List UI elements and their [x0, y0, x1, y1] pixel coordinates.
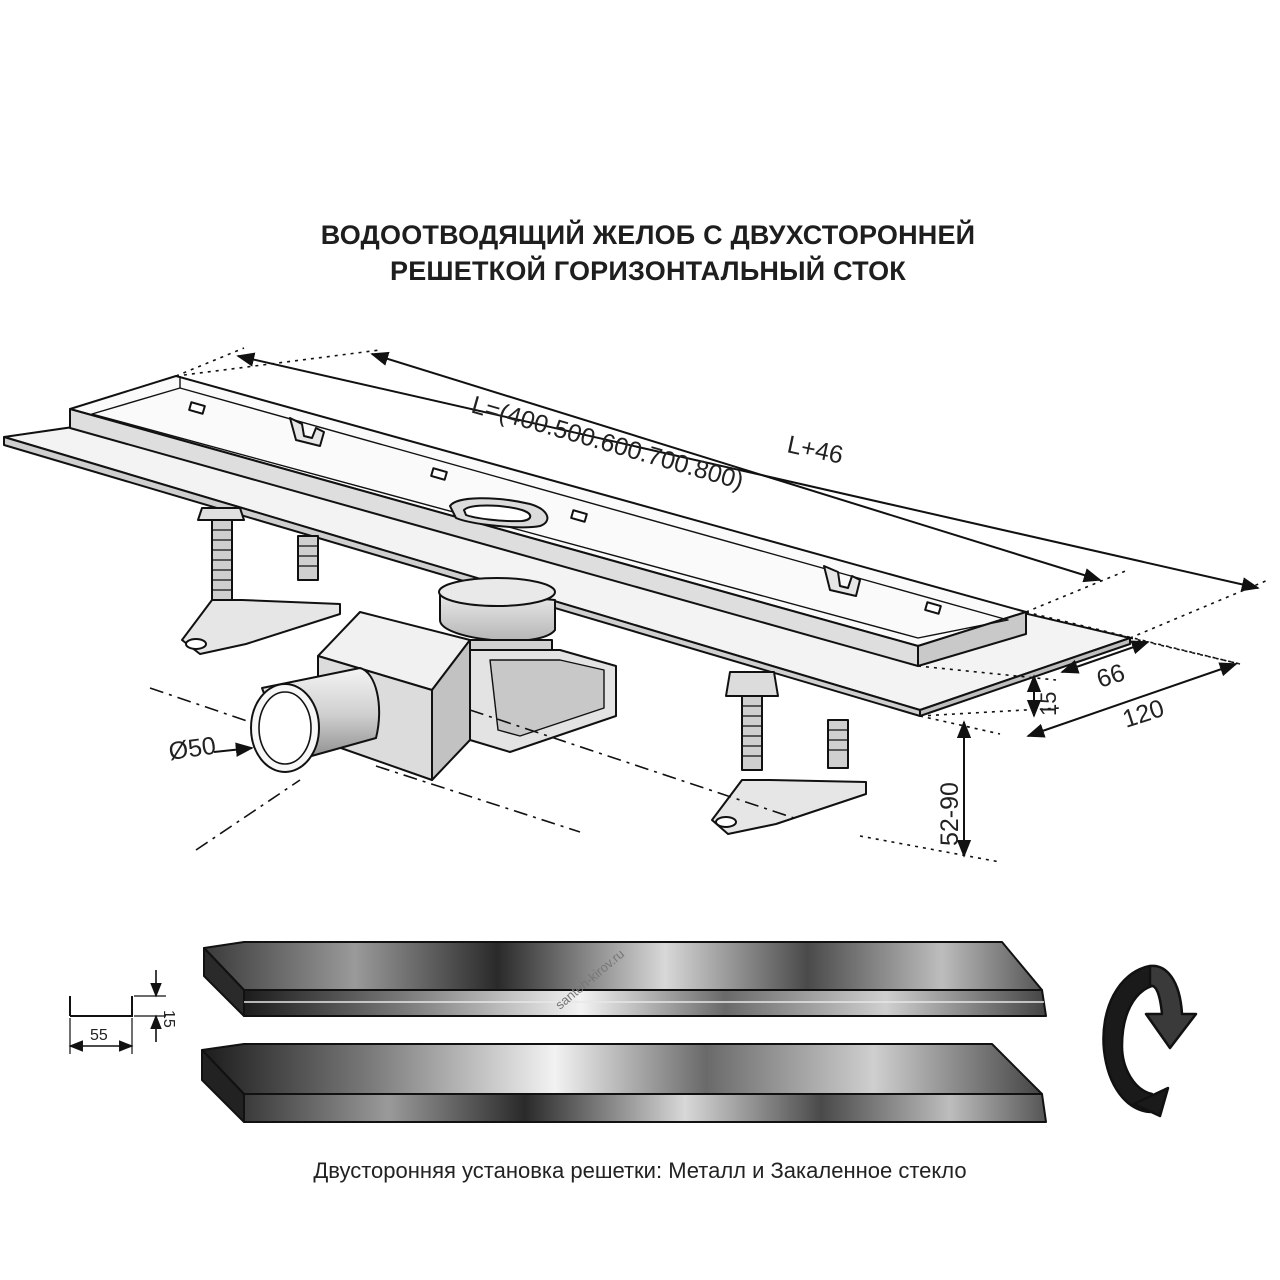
dimension-lines	[149, 347, 1269, 863]
dim-channel-width: 66	[1093, 658, 1128, 693]
title-line-1: ВОДООТВОДЯЩИЙ ЖЕЛОБ С ДВУХСТОРОННЕЙ	[320, 220, 976, 250]
grate-profile	[68, 970, 166, 1054]
flip-arrow-icon	[1102, 964, 1198, 1118]
dim-grate-height: 15	[160, 1010, 177, 1028]
dim-adjustable-height: 52-90	[936, 782, 964, 846]
dim-outlet-diameter: Ø50	[167, 732, 218, 766]
adjustable-legs	[181, 507, 867, 835]
glass-grate	[201, 1043, 1047, 1123]
dim-grate-width: 55	[90, 1027, 108, 1044]
title-line-2: РЕШЕТКОЙ ГОРИЗОНТАЛЬНЫЙ СТОК	[389, 256, 906, 286]
dim-flange-width: 120	[1119, 694, 1167, 734]
metal-grate	[203, 941, 1047, 1017]
dim-overall-length: L+46	[785, 430, 846, 469]
caption: Двусторонняя установка решетки: Металл и…	[313, 1158, 967, 1183]
dim-height: 15	[1036, 692, 1061, 716]
